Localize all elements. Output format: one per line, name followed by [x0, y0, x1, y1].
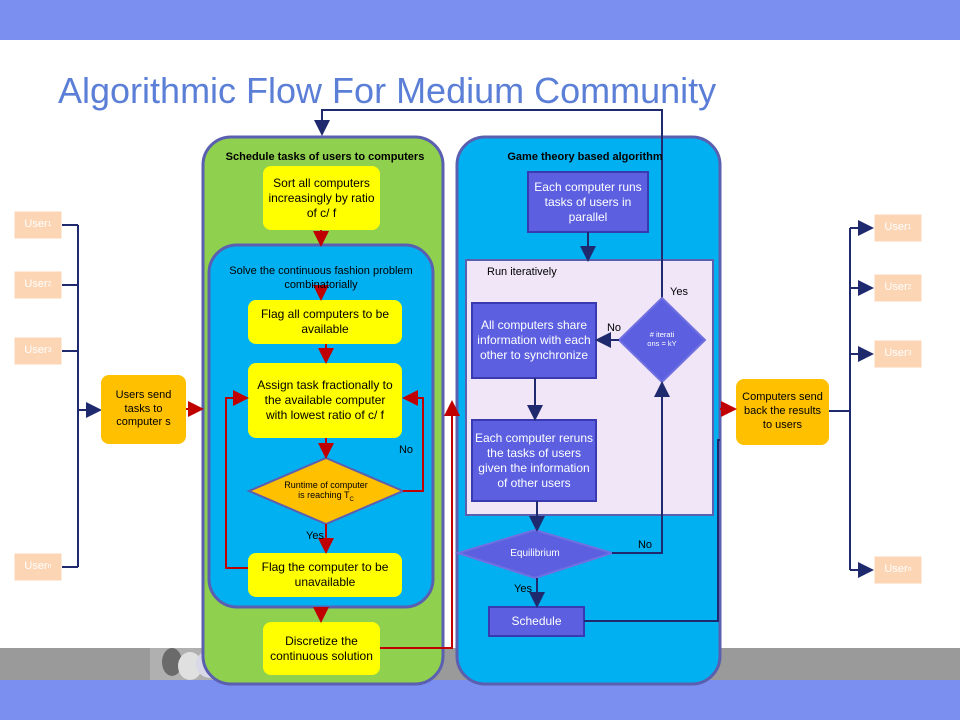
right-user-box [873, 555, 923, 585]
schedule-label: Schedule [511, 614, 562, 628]
left-user-box [13, 336, 63, 366]
right-user-box [873, 213, 923, 243]
computers-send-back-label: Computers send back the results to users [742, 391, 823, 431]
equilibrium-decision [454, 528, 616, 580]
equilibrium-label: Equilibrium [510, 547, 560, 559]
assign-label: Assign task fractionally to the availabl… [257, 378, 393, 422]
share-label: All computers share information with eac… [477, 318, 591, 362]
discretize-label: Discretize the continuous solution [270, 633, 373, 663]
right-user-box [873, 339, 923, 369]
inner-heading: Solve the continuous fashion problem com… [229, 265, 413, 291]
left-user-box [13, 210, 63, 240]
runtime-yes-label: Yes [306, 530, 324, 543]
schedule-box [488, 606, 585, 637]
users-send-label: Users send tasks to computer s [115, 388, 172, 429]
flag-available-box [248, 300, 402, 344]
run-iter-label: Run iteratively [487, 266, 557, 279]
schedule-panel-heading: Schedule tasks of users to computers [225, 151, 425, 164]
eq-no-label: No [637, 539, 653, 552]
iter-no-label: No [606, 322, 622, 335]
eq-yes-label: Yes [514, 583, 532, 596]
bottom-banner [0, 680, 960, 720]
runtime-no-label: No [398, 444, 414, 457]
users-send-box [101, 375, 186, 444]
left-user-box [13, 270, 63, 300]
game-panel-heading: Game theory based algorithm [507, 151, 663, 164]
runs-parallel-label: Each computer runs tasks of users in par… [534, 179, 642, 224]
discretize-box [263, 622, 380, 675]
runtime-decision-label: Runtime of computer is reaching TC [284, 479, 368, 504]
page-title: Algorithmic Flow For Medium Community [58, 70, 717, 111]
flag-unavailable-label: Flag the computer to be unavailable [261, 560, 389, 589]
sort-label: Sort all computers increasingly by ratio… [268, 175, 375, 220]
rerun-box [471, 419, 597, 502]
right-user-box [873, 273, 923, 303]
computers-send-back-box [736, 379, 829, 445]
top-banner [0, 0, 960, 40]
flag-available-label: Flag all computers to be available [260, 307, 390, 336]
runs-parallel-box [527, 171, 649, 233]
rerun-label: Each computer reruns the tasks of users … [474, 430, 594, 490]
iter-yes-label: Yes [670, 286, 688, 299]
iterations-label: # iterati ons = kY [647, 330, 677, 348]
flag-unavailable-box [248, 553, 402, 597]
sort-box [263, 166, 380, 230]
assign-box [248, 363, 402, 438]
